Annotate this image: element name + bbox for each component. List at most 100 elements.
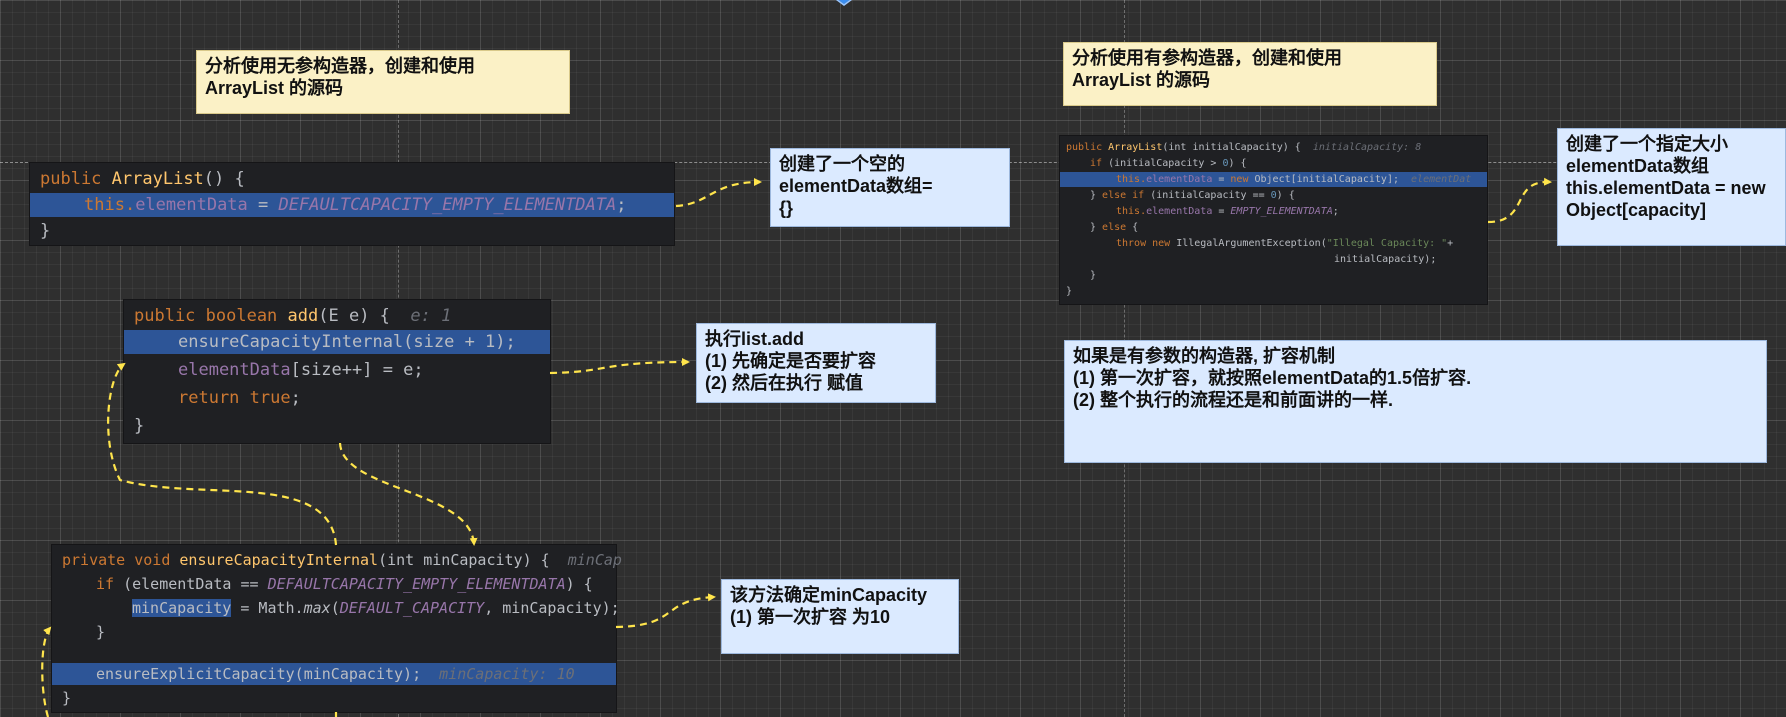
code-line: } — [40, 221, 51, 241]
code-token: (int minCapacity) { — [378, 551, 550, 569]
code-token: () { — [203, 169, 245, 189]
code-line: } — [96, 623, 106, 641]
code-token: public — [1066, 142, 1103, 153]
code-token: elementData — [1146, 174, 1213, 185]
note-line: this.elementData = new — [1566, 178, 1766, 198]
code-token: new — [1230, 174, 1249, 185]
code-line: if (initialCapacity > 0) { — [1060, 156, 1487, 171]
code-token: minCapacity — [132, 599, 232, 617]
code-token: [size++] = e; — [290, 360, 424, 380]
code-token: } — [1090, 222, 1103, 233]
code-token: = — [1212, 174, 1231, 185]
code-inline-hint: e: 1 — [410, 306, 452, 326]
note-line: (1) 第一次扩容 为10 — [730, 607, 891, 627]
code-token: max — [303, 599, 331, 617]
code-token: (elementData == — [114, 575, 268, 593]
code-capacity-constructor: public ArrayList(int initialCapacity) { … — [1060, 136, 1487, 304]
code-token: ArrayList — [1108, 142, 1163, 153]
code-token: (E e) { — [318, 306, 390, 326]
arrow-loop-back-to-add — [107, 362, 338, 546]
code-token: ( — [330, 599, 340, 617]
code-token: } — [1090, 190, 1103, 201]
code-line: } else { — [1060, 220, 1487, 235]
app-logo-icon — [836, 0, 852, 6]
code-token: ArrayList — [111, 169, 204, 189]
code-line: private void ensureCapacityInternal(int … — [52, 549, 622, 571]
arrow-to-specified-array-note — [1487, 177, 1552, 224]
code-line: if (elementData == DEFAULTCAPACITY_EMPTY… — [52, 573, 616, 595]
code-inline-hint: initialCapacity: 8 — [1312, 142, 1422, 153]
code-token: { — [1126, 222, 1139, 233]
code-token: add — [287, 306, 319, 326]
note-list-add: 执行list.add (1) 先确定是否要扩容 (2) 然后在执行 赋值 — [696, 323, 936, 403]
code-inline-hint: minCap — [567, 551, 622, 569]
code-token: private void — [62, 551, 171, 569]
note-line: elementData数组= — [779, 176, 933, 196]
note-line: elementData数组 — [1566, 156, 1710, 176]
note-line: 创建了一个指定大小 — [1566, 134, 1728, 154]
code-token: = — [1212, 206, 1231, 217]
code-token: return true — [178, 388, 291, 408]
code-line: } — [1066, 286, 1073, 297]
code-line-highlighted: ensureExplicitCapacity(minCapacity); min… — [52, 663, 616, 685]
code-token: "Illegal Capacity: " — [1326, 238, 1448, 249]
code-line: elementData[size++] = e; — [124, 358, 550, 382]
code-token: , minCapacity); — [484, 599, 620, 617]
code-line: } — [1090, 270, 1097, 281]
code-token: ; — [616, 195, 627, 215]
code-token: this. — [84, 195, 136, 215]
code-line: this.elementData = EMPTY_ELEMENTDATA; — [1060, 204, 1487, 219]
note-line: 该方法确定minCapacity — [730, 585, 928, 605]
note-line: 如果是有参数的构造器, 扩容机制 — [1073, 346, 1336, 366]
arrow-to-empty-array-note — [675, 178, 762, 208]
note-line: ArrayList 的源码 — [205, 78, 344, 98]
code-token: 0 — [1222, 158, 1229, 169]
note-empty-array: 创建了一个空的 elementData数组= {} — [770, 148, 1010, 227]
note-line: (2) 整个执行的流程还是和前面讲的一样. — [1073, 390, 1393, 410]
code-token: ) { — [1276, 190, 1295, 201]
code-token: + — [1447, 238, 1454, 249]
note-line: (2) 然后在执行 赋值 — [705, 373, 864, 393]
code-token: (int initialCapacity) { — [1162, 142, 1301, 153]
code-token: (initialCapacity > — [1102, 158, 1223, 169]
code-line: } else if (initialCapacity == 0) { — [1060, 188, 1487, 203]
code-noarg-constructor: public ArrayList() { this.elementData = … — [30, 163, 674, 245]
note-withcap-title: 分析使用有参构造器，创建和使用 ArrayList 的源码 — [1063, 42, 1437, 106]
code-inline-hint: minCapacity: 10 — [439, 665, 575, 683]
code-line: throw new IllegalArgumentException("Ille… — [1060, 236, 1487, 251]
arrow-to-min-capacity-note — [615, 593, 716, 629]
note-line: (1) 第一次扩容，就按照elementData的1.5倍扩容. — [1073, 368, 1472, 388]
code-token: = Math. — [231, 599, 304, 617]
code-line: initialCapacity); — [1334, 254, 1437, 265]
note-line: 分析使用无参构造器，创建和使用 — [205, 56, 475, 76]
code-token: IllegalArgumentException( — [1170, 238, 1327, 249]
code-token: else — [1102, 222, 1127, 233]
code-add-method: public boolean add(E e) { e: 1 ensureCap… — [124, 300, 550, 443]
note-line: (1) 先确定是否要扩容 — [705, 351, 876, 371]
code-line: public ArrayList(int initialCapacity) { … — [1060, 140, 1487, 155]
code-token: DEFAULTCAPACITY_EMPTY_ELEMENTDATA — [278, 195, 617, 215]
note-line: Object[capacity] — [1566, 200, 1707, 220]
note-line: 创建了一个空的 — [779, 154, 905, 174]
note-line: 执行list.add — [705, 329, 805, 349]
note-line: 分析使用有参构造器，创建和使用 — [1072, 48, 1342, 68]
code-token: EMPTY_ELEMENTDATA — [1230, 206, 1333, 217]
code-token: elementData — [178, 360, 291, 380]
code-line: } — [62, 689, 72, 707]
code-token: DEFAULTCAPACITY_EMPTY_ELEMENTDATA — [267, 575, 566, 593]
code-line-highlighted: this.elementData = DEFAULTCAPACITY_EMPTY… — [30, 193, 674, 217]
code-token: if — [1090, 158, 1103, 169]
code-line: return true; — [124, 386, 550, 410]
code-token: DEFAULT_CAPACITY — [339, 599, 485, 617]
code-token: this. — [1116, 206, 1147, 217]
arrow-to-ensure-internal — [338, 442, 478, 546]
note-specified-array: 创建了一个指定大小 elementData数组 this.elementData… — [1557, 128, 1786, 246]
note-noarg-title: 分析使用无参构造器，创建和使用 ArrayList 的源码 — [196, 50, 570, 114]
code-token: ) { — [565, 575, 593, 593]
code-token: elementData — [1146, 206, 1213, 217]
code-token: if — [96, 575, 115, 593]
note-min-capacity: 该方法确定minCapacity (1) 第一次扩容 为10 — [721, 579, 959, 654]
note-line: {} — [779, 198, 794, 218]
note-growth-mechanism: 如果是有参数的构造器, 扩容机制 (1) 第一次扩容，就按照elementDat… — [1064, 340, 1767, 463]
